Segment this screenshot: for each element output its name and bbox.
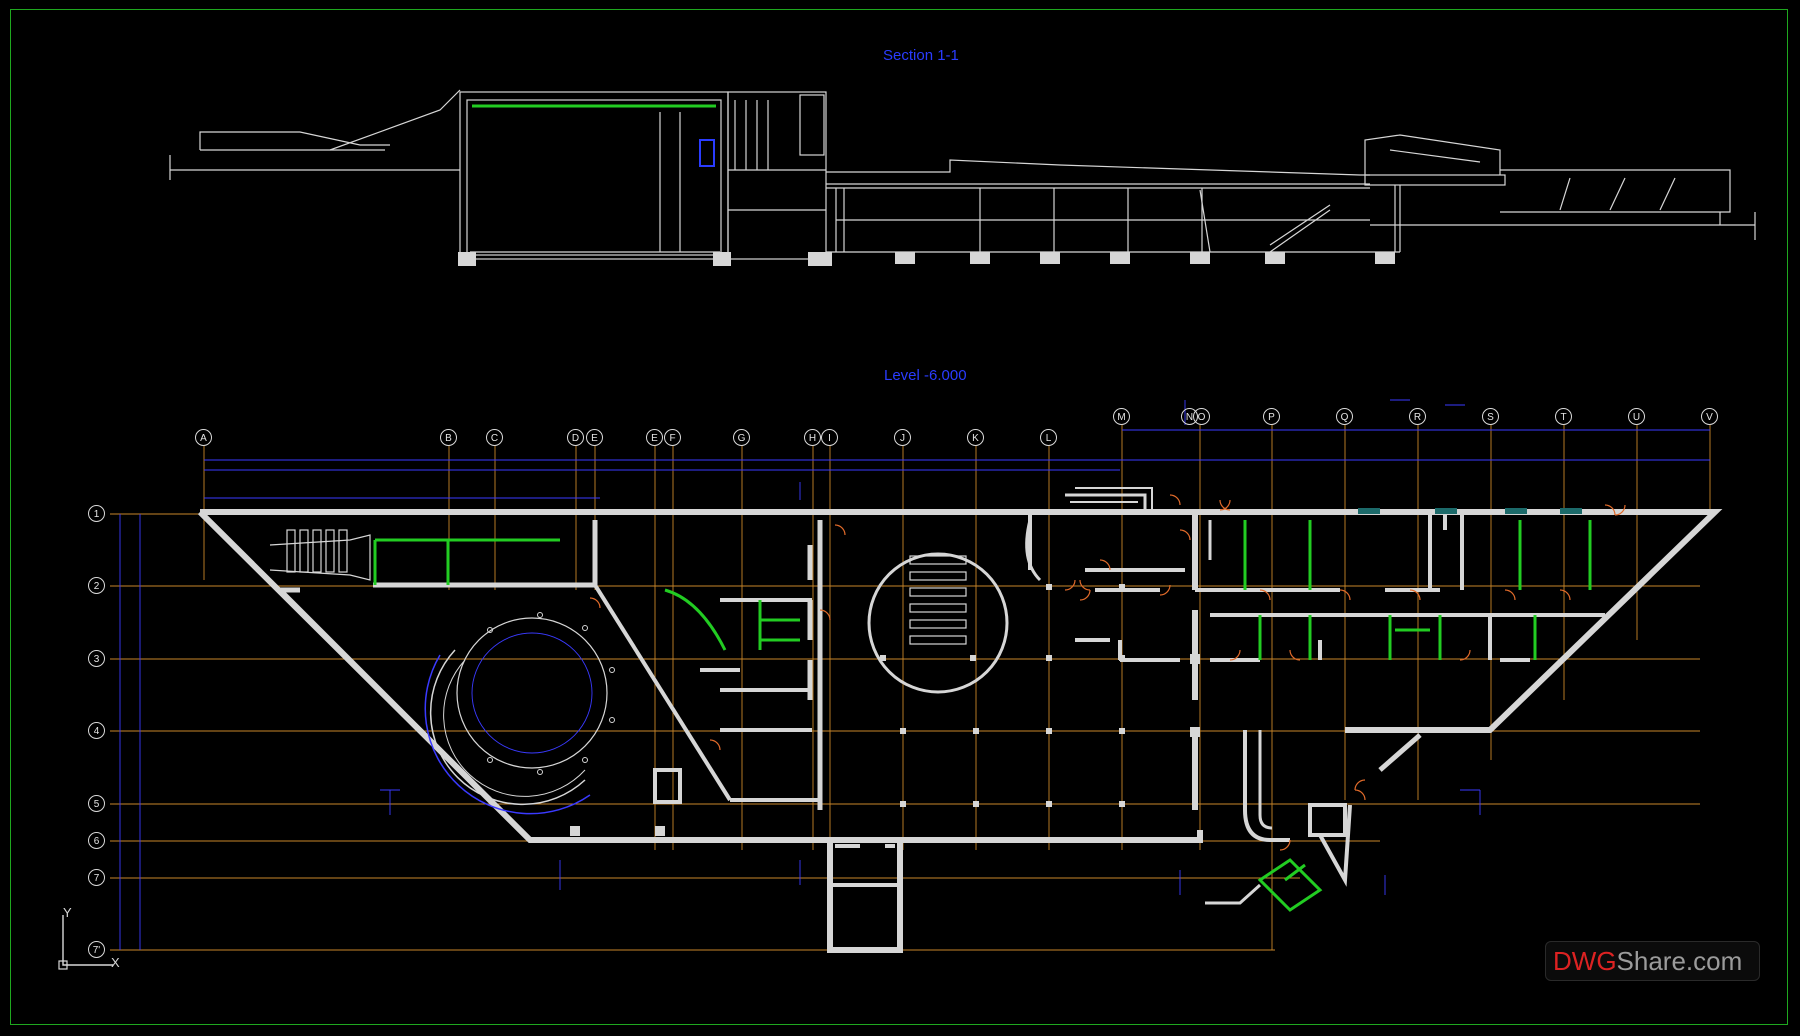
section-title: Section 1-1 (883, 47, 959, 64)
grid-bubble-v: V (1701, 408, 1718, 425)
left-seating (269, 529, 371, 581)
grid-bubble-a: A (195, 429, 212, 446)
grid-bubble-1: 1 (88, 505, 105, 522)
ucs-x-label: X (111, 955, 120, 970)
ucs-icon (58, 915, 113, 970)
grid-bubble-g: G (733, 429, 750, 446)
grid-bubble-t: T (1555, 408, 1572, 425)
grid-bubble-c: C (486, 429, 503, 446)
grid-bubble-h: H (804, 429, 821, 446)
grid-bubble-l: L (1040, 429, 1057, 446)
door-swings (589, 494, 1626, 851)
grid-bubble-q: Q (1336, 408, 1353, 425)
grid-bubble-u: U (1628, 408, 1645, 425)
plan-title: Level -6.000 (884, 367, 967, 384)
section-drawing (169, 89, 1756, 266)
watermark-part2: Share.com (1616, 946, 1743, 976)
plan-walls (197, 487, 1723, 953)
grid-bubble-6: 6 (88, 832, 105, 849)
dimension-lines (119, 399, 1710, 950)
grid-bubble-2: 2 (88, 577, 105, 594)
ucs-y-label: Y (63, 905, 72, 920)
grid-bubble-j: J (894, 429, 911, 446)
grid-bubble-m: M (1113, 408, 1130, 425)
grid-bubble-o: O (1193, 408, 1210, 425)
grid-bubble-f: F (664, 429, 681, 446)
grid-bubble-7: 7 (88, 869, 105, 886)
watermark-part1: DWG (1553, 946, 1617, 976)
grid-bubble-i: I (821, 429, 838, 446)
green-partitions (373, 520, 1592, 912)
grid-bubble-e: E (586, 429, 603, 446)
watermark-logo: DWGShare.com (1545, 941, 1760, 981)
grid-bubble-4: 4 (88, 722, 105, 739)
grid-bubble-7-prime: 7' (88, 941, 105, 958)
auditorium (424, 612, 615, 815)
grid-bubble-d: D (567, 429, 584, 446)
grid-bubble-b: B (440, 429, 457, 446)
columns (570, 584, 1200, 836)
grid-bubble-s: S (1482, 408, 1499, 425)
grid-bubble-p: P (1263, 408, 1280, 425)
drawing-frame (10, 9, 1788, 1025)
grid-bubble-5: 5 (88, 795, 105, 812)
grid-bubble-e2: E (646, 429, 663, 446)
grid-bubble-3: 3 (88, 650, 105, 667)
grid-bubble-k: K (967, 429, 984, 446)
grid-bubble-r: R (1409, 408, 1426, 425)
round-library (867, 552, 1009, 694)
